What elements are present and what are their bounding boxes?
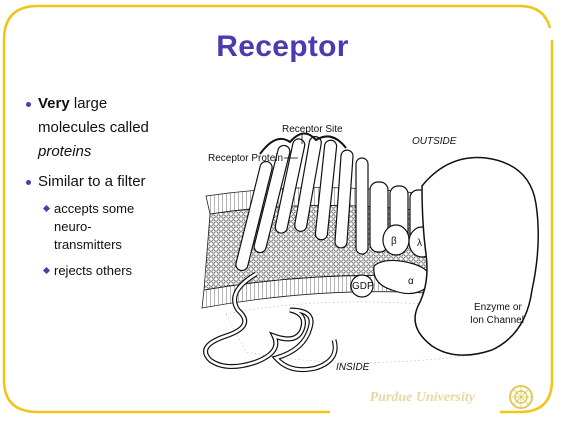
label-alpha: α (408, 276, 414, 287)
subbullet-rejects: rejects others (24, 262, 174, 280)
label-inside: INSIDE (336, 362, 370, 373)
bullet-italic-word: proteins (38, 143, 91, 160)
label-lambda: λ (417, 238, 422, 249)
receptor-diagram: Receptor Site OUTSIDE Receptor Protein β… (186, 114, 544, 386)
subbullet-line2: neuro- (54, 219, 92, 234)
subbullet-line3: transmitters (54, 237, 122, 252)
label-enzyme-line2: Ion Channel (470, 315, 524, 326)
label-beta: β (391, 236, 397, 247)
subbullet-accepts: accepts some neuro- transmitters (24, 200, 174, 254)
bullet-text-line2: molecules called (38, 119, 149, 136)
label-enzyme-line1: Enzyme or (474, 302, 522, 313)
label-outside: OUTSIDE (412, 136, 457, 147)
subbullet-line1: accepts some (54, 201, 134, 216)
bullet-text: large (70, 95, 108, 112)
label-gdp: GDP (352, 281, 374, 292)
label-receptor-site: Receptor Site (282, 124, 343, 135)
footer-university: Purdue University (370, 390, 475, 406)
bullet-list: Very large molecules called proteins Sim… (24, 92, 194, 288)
bullet-bold-word: Very (38, 95, 70, 112)
label-receptor-protein: Receptor Protein (208, 153, 283, 164)
bullet-large-molecules: Very large molecules called proteins (24, 92, 194, 164)
bullet-filter: Similar to a filter (24, 170, 194, 194)
slide-title: Receptor (0, 30, 565, 64)
university-seal-icon (508, 384, 534, 410)
